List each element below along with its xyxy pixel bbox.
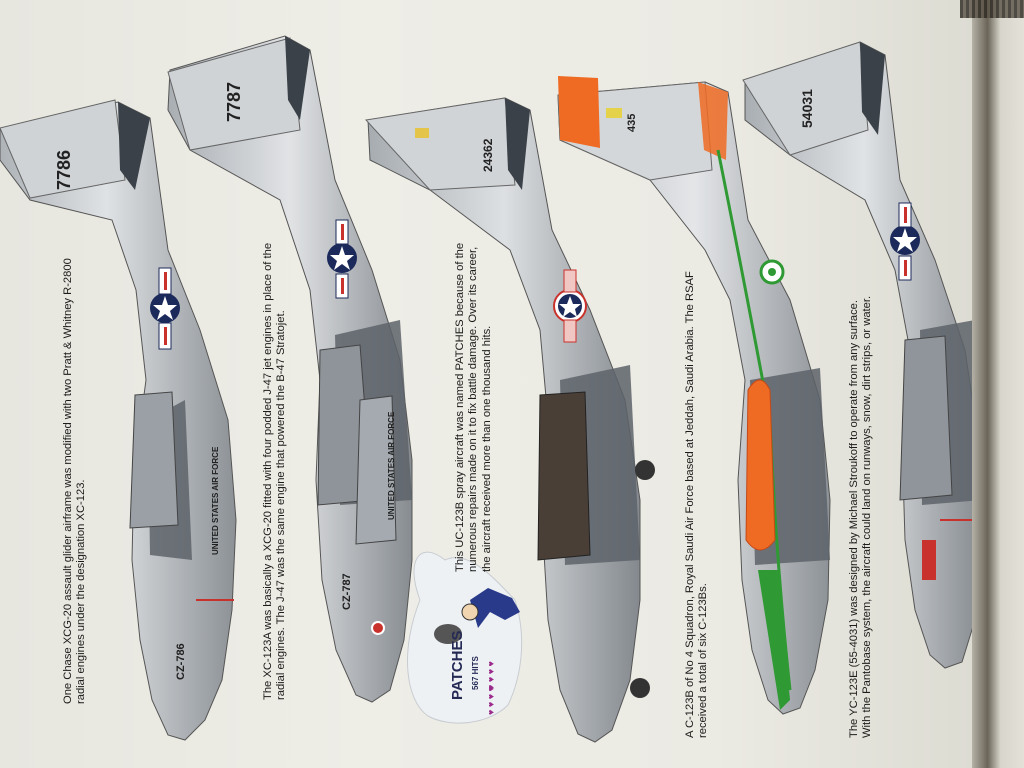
usaf-markings: UNITED STATES AIR FORCE <box>211 446 220 555</box>
caption-line: the aircraft received more than one thou… <box>480 325 493 572</box>
caption-line: This UC-123B spray aircraft was named PA… <box>454 242 466 572</box>
jet-pod-lower <box>355 395 397 545</box>
book-edge <box>960 0 1024 18</box>
patches-hits: 567 HITS <box>471 656 480 690</box>
engine-nacelle <box>537 391 591 561</box>
cartoon-figure-icon <box>470 588 520 628</box>
horizontal-stabilizer <box>742 41 869 156</box>
usaf-roundel <box>150 267 180 350</box>
caption-line: The XC-123A was basically a XCG-20 fitte… <box>262 242 274 700</box>
caption-uc123b: This UC-123B spray aircraft was named PA… <box>454 243 494 572</box>
tail-badge <box>415 128 429 138</box>
pantobase-float <box>899 335 953 501</box>
caption-line: received a total of six C-123Bs. <box>697 583 710 738</box>
caption-rsaf-c123b: A C-123B of No 4 Squadron, Royal Saudi A… <box>684 271 711 738</box>
tail-number-54031: 54031 <box>799 89 815 128</box>
vertical-fin-shadow <box>118 102 150 190</box>
fuselage <box>367 97 641 743</box>
tail-badge <box>606 108 622 118</box>
tail-orange-band <box>558 76 600 148</box>
fuselage <box>744 41 983 669</box>
usaf-roundel <box>553 269 587 343</box>
body-code-cz786: CZ-786 <box>175 643 187 680</box>
tail-number-24362: 24362 <box>481 138 495 172</box>
vertical-fin-shadow <box>860 42 885 135</box>
usaf-roundel <box>890 202 920 281</box>
caption-line: A C-123B of No 4 Squadron, Royal Saudi A… <box>684 271 696 738</box>
nose-band <box>922 540 936 580</box>
fuselage <box>0 101 237 741</box>
caption-line: radial engines under the designation XC-… <box>75 479 88 704</box>
tail-number-7786: 7786 <box>54 150 74 190</box>
patches-name: PATCHES <box>449 631 466 700</box>
caption-line: With the Pantobase system, the aircraft … <box>861 295 874 738</box>
caption-line: radial engines. The J-47 was the same en… <box>275 310 288 700</box>
green-nose-stripe <box>758 570 790 710</box>
caption-line: One Chase XCG-20 assault glider airframe… <box>62 258 74 704</box>
body-code-cz787: CZ-787 <box>341 573 353 610</box>
usaf-roundel <box>327 219 357 299</box>
vertical-fin-shadow <box>505 98 530 190</box>
horizontal-stabilizer <box>167 37 301 151</box>
svg-text:♥ ♥ ♥ ♥: ♥ ♥ ♥ ♥ <box>486 686 496 715</box>
tail-number-7787: 7787 <box>224 82 244 122</box>
orange-fuel-tank <box>745 379 776 551</box>
tail-number-435: 435 <box>626 114 638 132</box>
fuselage <box>167 35 413 703</box>
vertical-fin-shadow <box>285 36 310 120</box>
caption-xc123a: The XC-123A was basically a XCG-20 fitte… <box>262 243 289 700</box>
fin-orange-band <box>698 82 728 160</box>
usaf-markings: UNITED STATES AIR FORCE <box>387 411 396 520</box>
svg-text:♥ ♥ ♥ ♥: ♥ ♥ ♥ ♥ <box>486 661 496 690</box>
book-spine-fold <box>972 0 1024 768</box>
caption-xc123: One Chase XCG-20 assault glider airframe… <box>62 258 89 704</box>
engine-nacelle <box>129 391 179 529</box>
caption-line: numerous repairs made on it to fix battl… <box>467 246 480 572</box>
caption-line: The YC-123E (55-4031) was designed by Mi… <box>848 300 860 738</box>
caption-yc123e: The YC-123E (55-4031) was designed by Mi… <box>848 296 875 738</box>
horizontal-stabilizer <box>365 97 516 191</box>
horizontal-stabilizer <box>0 99 126 199</box>
